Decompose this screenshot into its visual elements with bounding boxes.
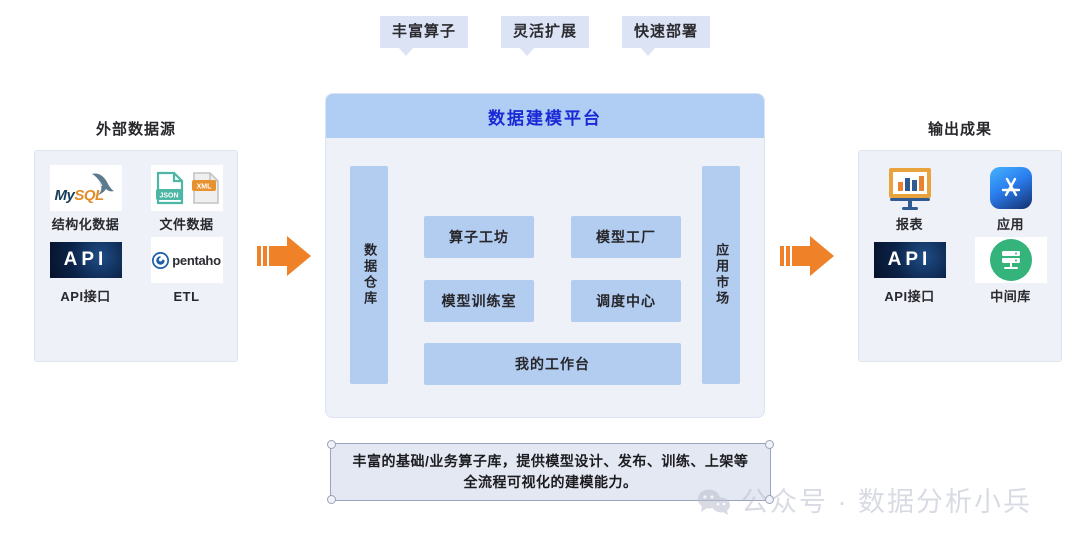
data-source-label: 结构化数据 [51, 217, 120, 232]
resize-handle-top-left[interactable] [327, 440, 336, 449]
flow-arrow-right-icon [780, 236, 834, 276]
platform-rail-app-market[interactable]: 应用市场 [702, 166, 740, 384]
output-tile-api[interactable]: API API接口 [859, 237, 960, 303]
data-source-tile-file[interactable]: JSON XML 文件数据 [136, 165, 237, 231]
module-label: 模型工厂 [596, 229, 656, 245]
module-label: 我的工作台 [515, 356, 590, 372]
platform-rail-data-warehouse[interactable]: 数据仓库 [350, 166, 388, 384]
api-icon: API [49, 237, 122, 283]
output-label: 中间库 [990, 289, 1031, 304]
output-results-panel: 报表 应用 API API接口 [858, 150, 1062, 362]
api-wordmark: API [873, 242, 946, 278]
resize-handle-bottom-left[interactable] [327, 495, 336, 504]
output-label: 应用 [996, 217, 1024, 232]
feature-badge-label: 灵活扩展 [512, 23, 577, 40]
json-file-icon: JSON [155, 171, 183, 205]
data-source-label: API接口 [60, 289, 111, 304]
flow-arrow-left-to-platform [255, 233, 313, 279]
left-section-title: 外部数据源 [95, 121, 176, 138]
svg-text:JSON: JSON [159, 193, 178, 200]
mysql-icon: MySQL [49, 165, 122, 211]
watermark: 公众号 · 数据分析小兵 [697, 488, 1032, 516]
platform-module-scheduling-center[interactable]: 调度中心 [571, 280, 681, 322]
feature-badge-operators[interactable]: 丰富算子 [380, 16, 469, 56]
api-icon: API [873, 237, 946, 283]
feature-badges-row: 丰富算子 灵活扩展 快速部署 [380, 16, 710, 68]
feature-badge-label: 快速部署 [633, 23, 698, 40]
data-source-label: ETL [173, 289, 200, 304]
flow-arrow-right-icon [257, 236, 311, 276]
app-store-glyph-icon [1001, 177, 1020, 197]
feature-badge-deployment[interactable]: 快速部署 [621, 16, 710, 56]
wechat-icon [698, 489, 730, 515]
svg-text:XML: XML [196, 184, 212, 191]
resize-handle-bottom-right[interactable] [765, 495, 774, 504]
database-icon [974, 237, 1047, 283]
platform-module-my-workbench[interactable]: 我的工作台 [424, 343, 681, 385]
platform-description-callout[interactable]: 丰富的基础/业务算子库，提供模型设计、发布、训练、上架等全流程可视化的建模能力。 [327, 440, 774, 504]
platform-description-text: 丰富的基础/业务算子库，提供模型设计、发布、训练、上架等全流程可视化的建模能力。 [352, 453, 749, 490]
platform-module-operator-workshop[interactable]: 算子工坊 [424, 216, 534, 258]
platform-module-model-factory[interactable]: 模型工厂 [571, 216, 681, 258]
app-store-icon [975, 165, 1047, 211]
platform-title: 数据建模平台 [488, 108, 602, 128]
data-modeling-platform: 数据建模平台 数据仓库 算子工坊 模型工厂 模型训练室 调度中心 我的工作台 应… [325, 93, 765, 418]
feature-badge-scalability[interactable]: 灵活扩展 [500, 16, 589, 56]
platform-body: 数据仓库 算子工坊 模型工厂 模型训练室 调度中心 我的工作台 应用市场 [326, 138, 764, 417]
mysql-dolphin-icon [91, 173, 114, 195]
pentaho-wordmark: pentaho [172, 252, 221, 268]
server-stack-icon [1001, 251, 1020, 269]
platform-header: 数据建模平台 [326, 94, 764, 138]
pentaho-icon: pentaho [150, 237, 223, 283]
external-data-source-panel: MySQL 结构化数据 JSON XML [34, 150, 238, 362]
output-label: API接口 [884, 289, 935, 304]
platform-module-model-training-room[interactable]: 模型训练室 [424, 280, 534, 322]
watermark-text: 公众号 · 数据分析小兵 [741, 486, 1032, 517]
data-source-tile-api[interactable]: API API接口 [35, 237, 136, 303]
file-formats-icon: JSON XML [155, 171, 219, 205]
bar-chart-board-icon [874, 165, 946, 211]
api-wordmark: API [49, 242, 122, 278]
pentaho-spiral-icon [152, 251, 170, 269]
report-board-icon [888, 168, 931, 210]
xml-file-icon: XML [191, 172, 219, 204]
json-xml-file-icon: JSON XML [150, 165, 223, 211]
module-label: 模型训练室 [441, 293, 517, 309]
rail-label: 数据仓库 [362, 243, 378, 307]
resize-handle-top-right[interactable] [765, 440, 774, 449]
mysql-wordmark-sql: SQL [74, 187, 104, 204]
mysql-wordmark-my: My [54, 187, 75, 204]
module-label: 算子工坊 [449, 229, 509, 245]
rail-label: 应用市场 [714, 243, 730, 307]
right-section-title: 输出成果 [927, 121, 992, 138]
output-tile-intermediate-db[interactable]: 中间库 [960, 237, 1061, 303]
data-source-tile-etl[interactable]: pentaho ETL [136, 237, 237, 303]
module-label: 调度中心 [596, 293, 656, 309]
feature-badge-label: 丰富算子 [392, 23, 457, 40]
output-label: 报表 [895, 217, 923, 232]
data-source-label: 文件数据 [159, 217, 214, 232]
data-source-tile-structured[interactable]: MySQL 结构化数据 [35, 165, 136, 231]
output-tile-report[interactable]: 报表 [859, 165, 960, 231]
flow-arrow-platform-to-output [778, 233, 836, 279]
output-tile-application[interactable]: 应用 [960, 165, 1061, 231]
